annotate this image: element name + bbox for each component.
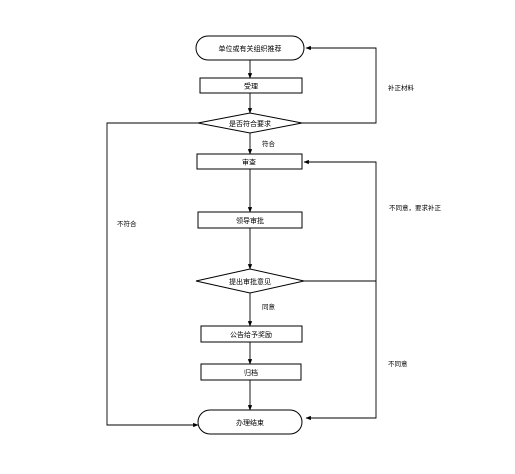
- edge-decision-to-end-not-meets: [106, 122, 199, 428]
- node-publish-label: 公告给予奖励: [230, 330, 272, 339]
- node-approval-opinion: 提出审批意见: [195, 268, 305, 294]
- node-archive: 归档: [200, 363, 302, 381]
- node-end-label: 办理结束: [236, 418, 264, 427]
- node-start-label: 单位或有关组织推荐: [219, 44, 282, 53]
- node-accept-label: 受理: [244, 82, 258, 91]
- edge-opinion-to-review-disagree: [303, 159, 377, 282]
- edge-label-agree: 同意: [262, 302, 276, 311]
- node-leader-approval: 领导审批: [197, 211, 303, 229]
- node-publish: 公告给予奖励: [200, 325, 303, 343]
- node-archive-label: 归档: [244, 368, 258, 377]
- node-meets-requirements-label: 是否符合要求: [229, 119, 271, 128]
- edge-label-disagree: 不同意: [388, 359, 408, 368]
- node-accept: 受理: [199, 77, 303, 94]
- node-review-label: 审查: [242, 158, 256, 167]
- node-review: 审查: [196, 153, 303, 170]
- edge-label-meets: 符合: [262, 139, 276, 148]
- node-leader-approval-label: 领导审批: [236, 216, 264, 225]
- edge-opinion-to-end-disagree: [305, 281, 377, 421]
- node-start: 单位或有关组织推荐: [195, 35, 305, 61]
- edges: [106, 45, 377, 428]
- node-meets-requirements: 是否符合要求: [197, 112, 303, 134]
- node-approval-opinion-label: 提出审批意见: [229, 277, 271, 286]
- edge-label-not-meets: 不符合: [117, 219, 137, 228]
- edge-decision-to-start-supplement: [302, 45, 377, 124]
- edge-label-supplement-materials: 补正材料: [388, 83, 415, 92]
- edge-label-disagree-supplement: 不同意，要求补正: [389, 203, 442, 212]
- node-end: 办理结束: [197, 409, 303, 435]
